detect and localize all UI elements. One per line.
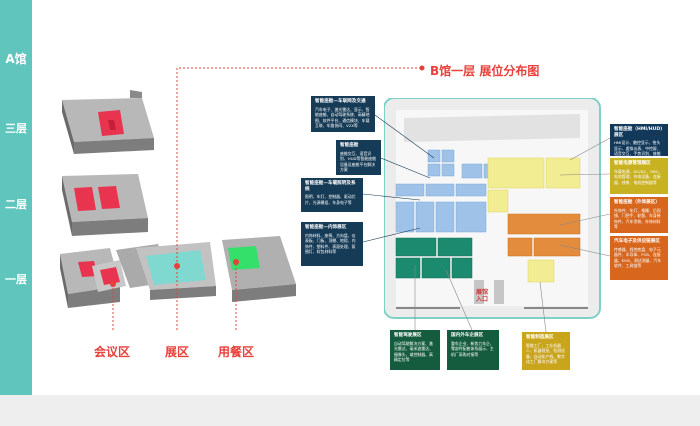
zone-description: 智能工厂、工业机器人、机器视觉、检测设备、自动化产线、数字化工厂解决方案等 (526, 342, 565, 365)
zone-description: 车载电源、DC/DC、OBC、电池管理、充电设备、连接器、线束、电机控制器等 (614, 168, 663, 185)
zone-box-power-management: 智能电源管理展区 车载电源、DC/DC、OBC、电池管理、充电设备、连接器、线束… (610, 158, 668, 194)
zone-box-electronics-supply-chain: 汽车电子及供应链展区 传感器、线控底盘、电子元器件、半导体、PCB、连接器、EM… (610, 236, 668, 280)
zone-box-cockpit-vehicle-network: 智能座舱—车联网及交通 汽车电子、激光雷达、显示、智能座舱、自动驾驶系统、高精地… (311, 96, 375, 132)
zone-box-smart-driving: 智能驾驶展区 自动驾驶解决方案、激光雷达、毫米波雷达、摄像头、域控制器、高精定位… (390, 330, 440, 370)
exhibition-entrance-label: 展馆 入口 (475, 289, 488, 303)
zone-box-smart-cockpit: 智能座舱 座舱交互、语音识别、HUD等智能座舱设备及座舱平台解决方案 (336, 140, 381, 175)
zone-title: 智能座舱 (340, 143, 359, 148)
zone-title: 汽车电子及供应链展区 (614, 239, 660, 244)
zone-title: 智能座舱（外饰展区） (614, 200, 660, 205)
hall-b-floor-plan (384, 98, 601, 319)
zone-description: 整车企业、新势力车企、零部件配套体系展示、主机厂采购对接等 (451, 340, 494, 357)
zone-description: 内饰材料、座椅、方向盘、仪表板、门板、顶棚、地毯、内饰件、塑料件、表面处理、氛围… (305, 232, 356, 255)
zone-title: 智能座舱—车联网及交通 (315, 99, 366, 104)
legend-meeting-area: 会议区 (94, 345, 131, 359)
floor-label-1: 一层 (5, 273, 27, 286)
legend-exhibit-area: 展区 (165, 345, 190, 359)
zone-description: 自动驾驶解决方案、激光雷达、毫米波雷达、摄像头、域控制器、高精定位等 (394, 340, 433, 363)
legend-dining-area: 用餐区 (218, 345, 255, 359)
zone-title: 智能座舱—车载照明及系统 (305, 181, 356, 192)
zone-description: 座舱交互、语音识别、HUD等智能座舱设备及座舱平台解决方案 (340, 150, 377, 173)
zone-title: 智能驾驶展区 (394, 333, 422, 338)
zone-title: 智能制造展区 (526, 335, 554, 340)
floor-label-2: 二层 (5, 198, 27, 211)
zone-title: 国内外车企展区 (451, 333, 484, 338)
zone-box-automakers: 国内外车企展区 整车企业、新势力车企、零部件配套体系展示、主机厂采购对接等 (447, 330, 499, 370)
zone-box-exterior: 智能座舱（外饰展区） 外饰件、车灯、格栅、后视镜、门把手、轮毂、车身装饰件、汽车… (610, 197, 668, 233)
zone-description: 照明、车灯、控制器、驱动芯片、光源模组、车身电子等 (305, 194, 356, 205)
zone-box-smart-manufacturing: 智能制造展区 智能工厂、工业机器人、机器视觉、检测设备、自动化产线、数字化工厂解… (522, 332, 570, 370)
zone-description: 汽车电子、激光雷达、显示、智能座舱、自动驾驶系统、高精地图、软件平台、通信模块、… (315, 106, 370, 129)
zone-description: 外饰件、车灯、格栅、后视镜、门把手、轮毂、车身装饰件、汽车涂装、外饰材料等 (614, 207, 661, 230)
floor-label-3: 三层 (5, 122, 27, 135)
zone-title: 智能座舱（HMI/HUD)展区 (614, 127, 663, 138)
zone-description: HMI设计、触控显示、抬头显示、虚拟仪表、中控屏、语音交互、手势识别、座舱域控制… (614, 140, 661, 156)
zone-title: 智能座舱—内饰展区 (305, 225, 347, 230)
page-title: B馆一层 展位分布图 (430, 64, 540, 78)
floor-2-model (62, 174, 148, 236)
zone-box-vehicle-lighting: 智能座舱—车载照明及系统 照明、车灯、控制器、驱动芯片、光源模组、车身电子等 (301, 178, 363, 212)
zone-title: 智能电源管理展区 (614, 161, 651, 166)
floor-3-model (62, 90, 154, 154)
sidebar: A馆 三层 二层 一层 (0, 0, 32, 395)
hall-label: A馆 (5, 52, 27, 66)
zone-box-interior: 智能座舱—内饰展区 内饰材料、座椅、方向盘、仪表板、门板、顶棚、地毯、内饰件、塑… (301, 222, 363, 266)
bottom-bar (0, 395, 700, 426)
zone-description: 传感器、线控底盘、电子元器件、半导体、PCB、连接器、EMS、测试测量、汽车软件… (614, 246, 662, 269)
zone-box-hmi-hud: 智能座舱（HMI/HUD)展区 HMI设计、触控显示、抬头显示、虚拟仪表、中控屏… (610, 124, 668, 156)
